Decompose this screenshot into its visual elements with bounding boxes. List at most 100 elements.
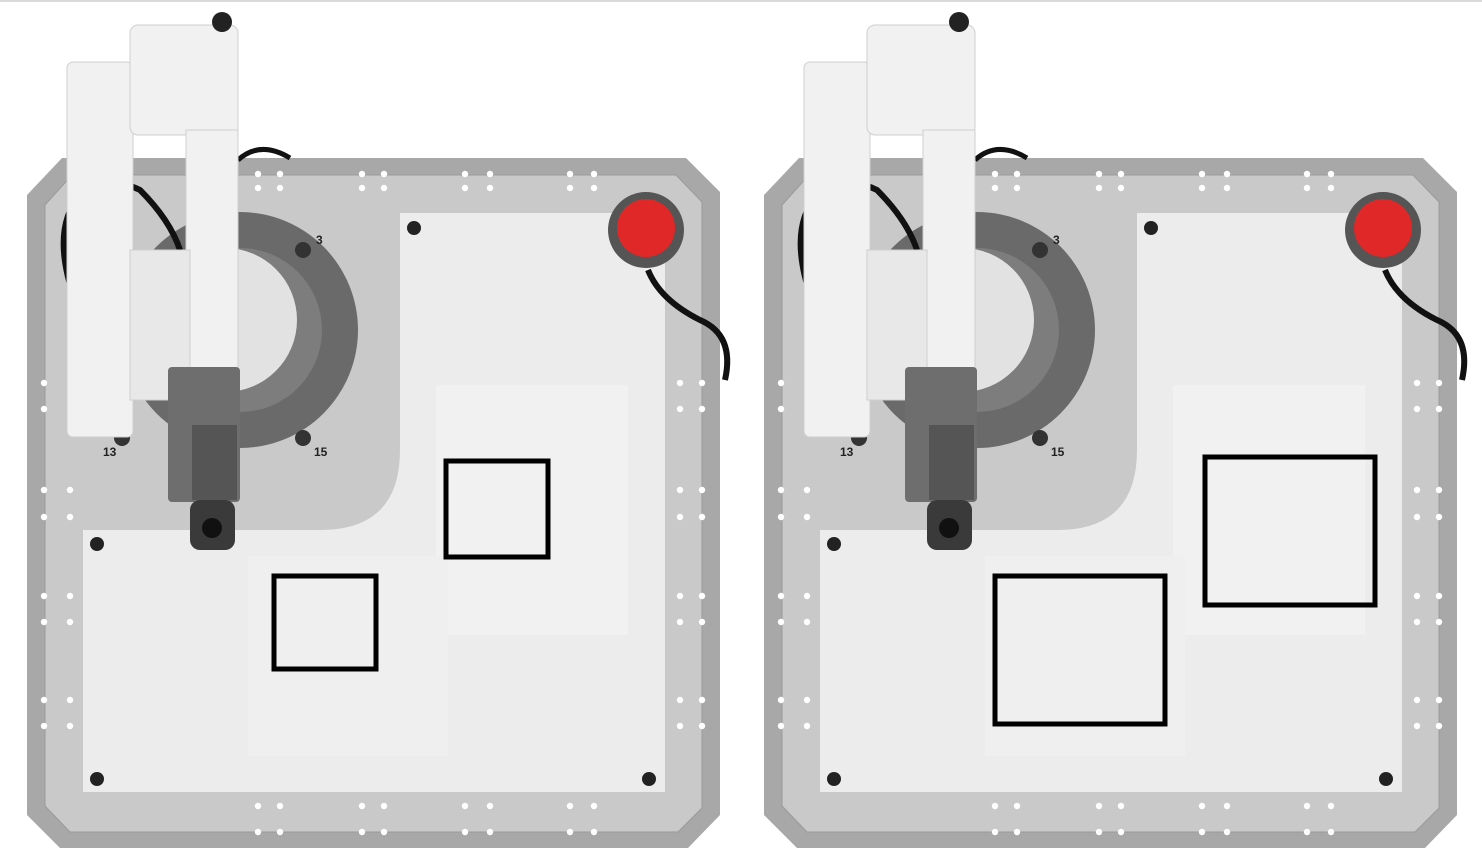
hole bbox=[1435, 696, 1443, 704]
hole bbox=[40, 486, 48, 494]
hole bbox=[1223, 170, 1231, 178]
hole bbox=[1095, 170, 1103, 178]
hole bbox=[777, 405, 785, 413]
work-surface bbox=[83, 213, 665, 792]
robot-cable bbox=[236, 147, 292, 162]
hole bbox=[1413, 486, 1421, 494]
hole bbox=[698, 618, 706, 626]
hole bbox=[358, 170, 366, 178]
hole bbox=[1198, 828, 1206, 836]
hole bbox=[276, 170, 284, 178]
hole bbox=[676, 592, 684, 600]
hole bbox=[777, 592, 785, 600]
hole bbox=[486, 170, 494, 178]
hole bbox=[380, 184, 388, 192]
hole bbox=[1435, 379, 1443, 387]
surface-screw bbox=[827, 772, 841, 786]
hole bbox=[803, 618, 811, 626]
estop-button bbox=[1354, 199, 1412, 257]
hole bbox=[1223, 802, 1231, 810]
hole bbox=[1117, 802, 1125, 810]
hole bbox=[1413, 592, 1421, 600]
hole bbox=[1013, 802, 1021, 810]
base-bolt bbox=[295, 430, 311, 446]
hole bbox=[358, 828, 366, 836]
work-surface bbox=[820, 213, 1402, 792]
hole bbox=[1435, 513, 1443, 521]
hole bbox=[1223, 828, 1231, 836]
gripper-fingers bbox=[192, 425, 237, 500]
surface-highlight bbox=[1173, 385, 1365, 635]
hole bbox=[1303, 802, 1311, 810]
hole bbox=[1013, 828, 1021, 836]
hole bbox=[803, 592, 811, 600]
hole bbox=[40, 513, 48, 521]
hole bbox=[676, 618, 684, 626]
hole bbox=[1327, 184, 1335, 192]
hole bbox=[276, 802, 284, 810]
hole bbox=[1413, 618, 1421, 626]
hole bbox=[40, 592, 48, 600]
surface-screw bbox=[642, 772, 656, 786]
robot-arm-shoulder bbox=[129, 24, 239, 136]
hole bbox=[698, 486, 706, 494]
base-label-15: 15 bbox=[314, 445, 328, 459]
hole bbox=[1303, 170, 1311, 178]
hole bbox=[590, 184, 598, 192]
hole bbox=[276, 828, 284, 836]
hole bbox=[461, 802, 469, 810]
hole bbox=[1413, 405, 1421, 413]
hole bbox=[1095, 828, 1103, 836]
hole bbox=[777, 486, 785, 494]
hole bbox=[991, 170, 999, 178]
estop-cable bbox=[645, 268, 731, 381]
hole bbox=[276, 184, 284, 192]
hole bbox=[254, 184, 262, 192]
hole bbox=[566, 802, 574, 810]
hole bbox=[676, 405, 684, 413]
hole bbox=[380, 828, 388, 836]
surface-screw bbox=[407, 221, 421, 235]
hole bbox=[566, 828, 574, 836]
hole bbox=[380, 802, 388, 810]
target-square-1 bbox=[1202, 454, 1378, 608]
hole bbox=[486, 828, 494, 836]
hole bbox=[590, 828, 598, 836]
hole bbox=[1013, 184, 1021, 192]
hole bbox=[803, 722, 811, 730]
hole bbox=[486, 802, 494, 810]
hole bbox=[698, 513, 706, 521]
hole bbox=[991, 184, 999, 192]
hole bbox=[698, 405, 706, 413]
robot-arm-top-connector bbox=[949, 12, 969, 32]
robot-arm-shoulder bbox=[866, 24, 976, 136]
hole bbox=[590, 802, 598, 810]
hole bbox=[1095, 802, 1103, 810]
hole bbox=[1095, 184, 1103, 192]
surface-screw bbox=[1379, 772, 1393, 786]
hole bbox=[1198, 184, 1206, 192]
base-label-3: 3 bbox=[1053, 233, 1060, 247]
hole bbox=[1327, 802, 1335, 810]
hole bbox=[1413, 696, 1421, 704]
surface-screw bbox=[827, 537, 841, 551]
hole bbox=[486, 184, 494, 192]
hole bbox=[1435, 722, 1443, 730]
hole bbox=[676, 722, 684, 730]
base-label-15: 15 bbox=[1051, 445, 1065, 459]
hole bbox=[1303, 828, 1311, 836]
hole bbox=[40, 618, 48, 626]
hole bbox=[1198, 802, 1206, 810]
hole bbox=[1413, 722, 1421, 730]
robot-arm-link-front bbox=[922, 129, 976, 376]
hole bbox=[1435, 405, 1443, 413]
hole bbox=[358, 184, 366, 192]
robot-arm-link-rear bbox=[803, 61, 871, 438]
base-label-13: 13 bbox=[103, 445, 117, 459]
hole bbox=[1198, 170, 1206, 178]
hole bbox=[66, 513, 74, 521]
hole bbox=[40, 405, 48, 413]
hole bbox=[803, 486, 811, 494]
